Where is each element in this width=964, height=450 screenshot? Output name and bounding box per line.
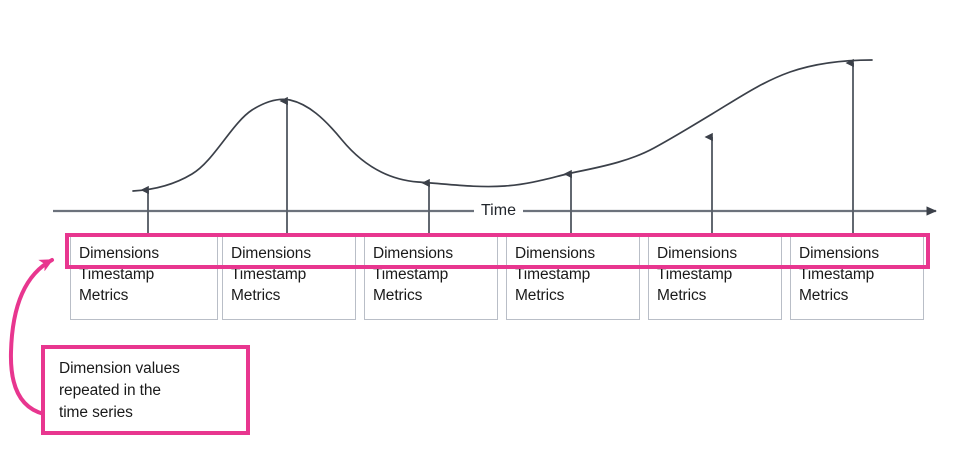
record-box[interactable]: Dimensions Timestamp Metrics <box>506 236 640 320</box>
callout-box[interactable]: Dimension values repeated in the time se… <box>41 345 250 435</box>
record-field-metrics: Metrics <box>515 287 565 304</box>
callout-text: Dimension values repeated in the time se… <box>59 360 180 421</box>
dimensions-row-highlight <box>65 233 930 269</box>
record-field-dimensions: Dimensions <box>657 245 737 262</box>
record-field-metrics: Metrics <box>373 287 423 304</box>
record-field-dimensions: Dimensions <box>515 245 595 262</box>
record-field-timestamp: Timestamp <box>515 266 591 283</box>
record-box[interactable]: Dimensions Timestamp Metrics <box>70 236 218 320</box>
record-field-timestamp: Timestamp <box>231 266 307 283</box>
signal-curve <box>132 59 873 192</box>
record-field-timestamp: Timestamp <box>79 266 155 283</box>
callout-curved-arrow-icon <box>8 258 54 416</box>
record-field-dimensions: Dimensions <box>799 245 879 262</box>
record-field-timestamp: Timestamp <box>799 266 875 283</box>
time-axis-label: Time <box>474 202 523 220</box>
record-field-metrics: Metrics <box>657 287 707 304</box>
record-field-timestamp: Timestamp <box>657 266 733 283</box>
record-field-dimensions: Dimensions <box>79 245 159 262</box>
record-box[interactable]: Dimensions Timestamp Metrics <box>364 236 498 320</box>
record-box[interactable]: Dimensions Timestamp Metrics <box>648 236 782 320</box>
record-field-metrics: Metrics <box>79 287 129 304</box>
record-field-metrics: Metrics <box>231 287 281 304</box>
record-field-dimensions: Dimensions <box>373 245 453 262</box>
sample-arrows <box>140 58 854 236</box>
record-box[interactable]: Dimensions Timestamp Metrics <box>222 236 356 320</box>
record-field-metrics: Metrics <box>799 287 849 304</box>
record-field-timestamp: Timestamp <box>373 266 449 283</box>
record-field-dimensions: Dimensions <box>231 245 311 262</box>
record-box[interactable]: Dimensions Timestamp Metrics <box>790 236 924 320</box>
